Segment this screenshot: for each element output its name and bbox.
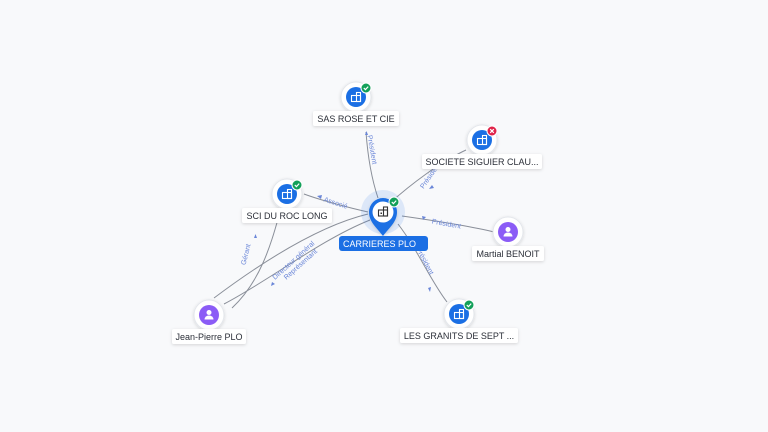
node-center[interactable]: CARRIERES PLO — [339, 190, 428, 251]
edge-sas-center — [365, 131, 379, 199]
edge-arrow — [422, 216, 426, 220]
status-active-badge — [291, 179, 303, 191]
edges — [213, 131, 495, 309]
node-label-pill — [242, 208, 332, 223]
node-label-pill — [313, 111, 399, 126]
node-label-pill — [472, 246, 544, 261]
building-icon — [377, 206, 389, 217]
edge-martial-center — [401, 215, 495, 233]
node-label: SOCIETE SIGUIER CLAU... — [425, 157, 538, 167]
node-label-pill — [400, 328, 518, 343]
node-sas-rose-et-cie[interactable]: SAS ROSE ET CIE — [313, 81, 399, 126]
edge-arrows — [254, 131, 434, 292]
node-label: Jean-Pierre PLO — [175, 332, 242, 342]
node-label-pill — [422, 154, 542, 169]
status-active-badge — [388, 196, 400, 208]
node-label: SAS ROSE ET CIE — [317, 114, 394, 124]
edge-label-jeanpierre-sci: Gérant — [241, 243, 253, 266]
node-martial-benoit[interactable]: Martial BENOIT — [472, 216, 544, 261]
edge-center-granits — [397, 223, 448, 303]
center-label-pill — [339, 236, 428, 251]
edge-arrow — [428, 287, 431, 292]
node-societe-siguier[interactable]: SOCIETE SIGUIER CLAU... — [422, 124, 542, 169]
center-label: CARRIERES PLO — [343, 239, 416, 249]
edge-jeanpierre-center-1 — [223, 219, 371, 305]
node-sci-du-roc-long[interactable]: SCI DU ROC LONG — [242, 178, 332, 223]
status-active-badge — [360, 82, 372, 94]
node-label: LES GRANITS DE SEPT ... — [404, 331, 514, 341]
edge-jeanpierre-center-2 — [213, 213, 369, 299]
status-closed-badge — [486, 125, 498, 137]
node-label-pill — [172, 329, 246, 344]
building-icon — [281, 188, 293, 200]
building-icon — [350, 91, 362, 103]
node-jean-pierre-plo[interactable]: Jean-Pierre PLO — [172, 299, 246, 344]
edge-arrow — [271, 282, 275, 286]
node-label: SCI DU ROC LONG — [246, 211, 327, 221]
edge-arrow — [317, 195, 322, 199]
edge-arrow — [429, 185, 434, 189]
node-label: Martial BENOIT — [476, 249, 540, 259]
building-icon — [476, 134, 488, 146]
person-icon — [204, 310, 214, 320]
person-icon — [503, 227, 513, 237]
edge-arrow — [365, 131, 368, 135]
edge-jeanpierre-sci — [231, 211, 281, 309]
status-active-badge — [463, 299, 475, 311]
edge-center-sci — [303, 193, 369, 213]
building-icon — [453, 308, 465, 320]
edge-label-granits: Président — [414, 247, 434, 276]
node-les-granits[interactable]: LES GRANITS DE SEPT ... — [400, 298, 518, 343]
edge-label-martial: Président — [431, 219, 461, 231]
edge-arrow — [254, 234, 257, 238]
